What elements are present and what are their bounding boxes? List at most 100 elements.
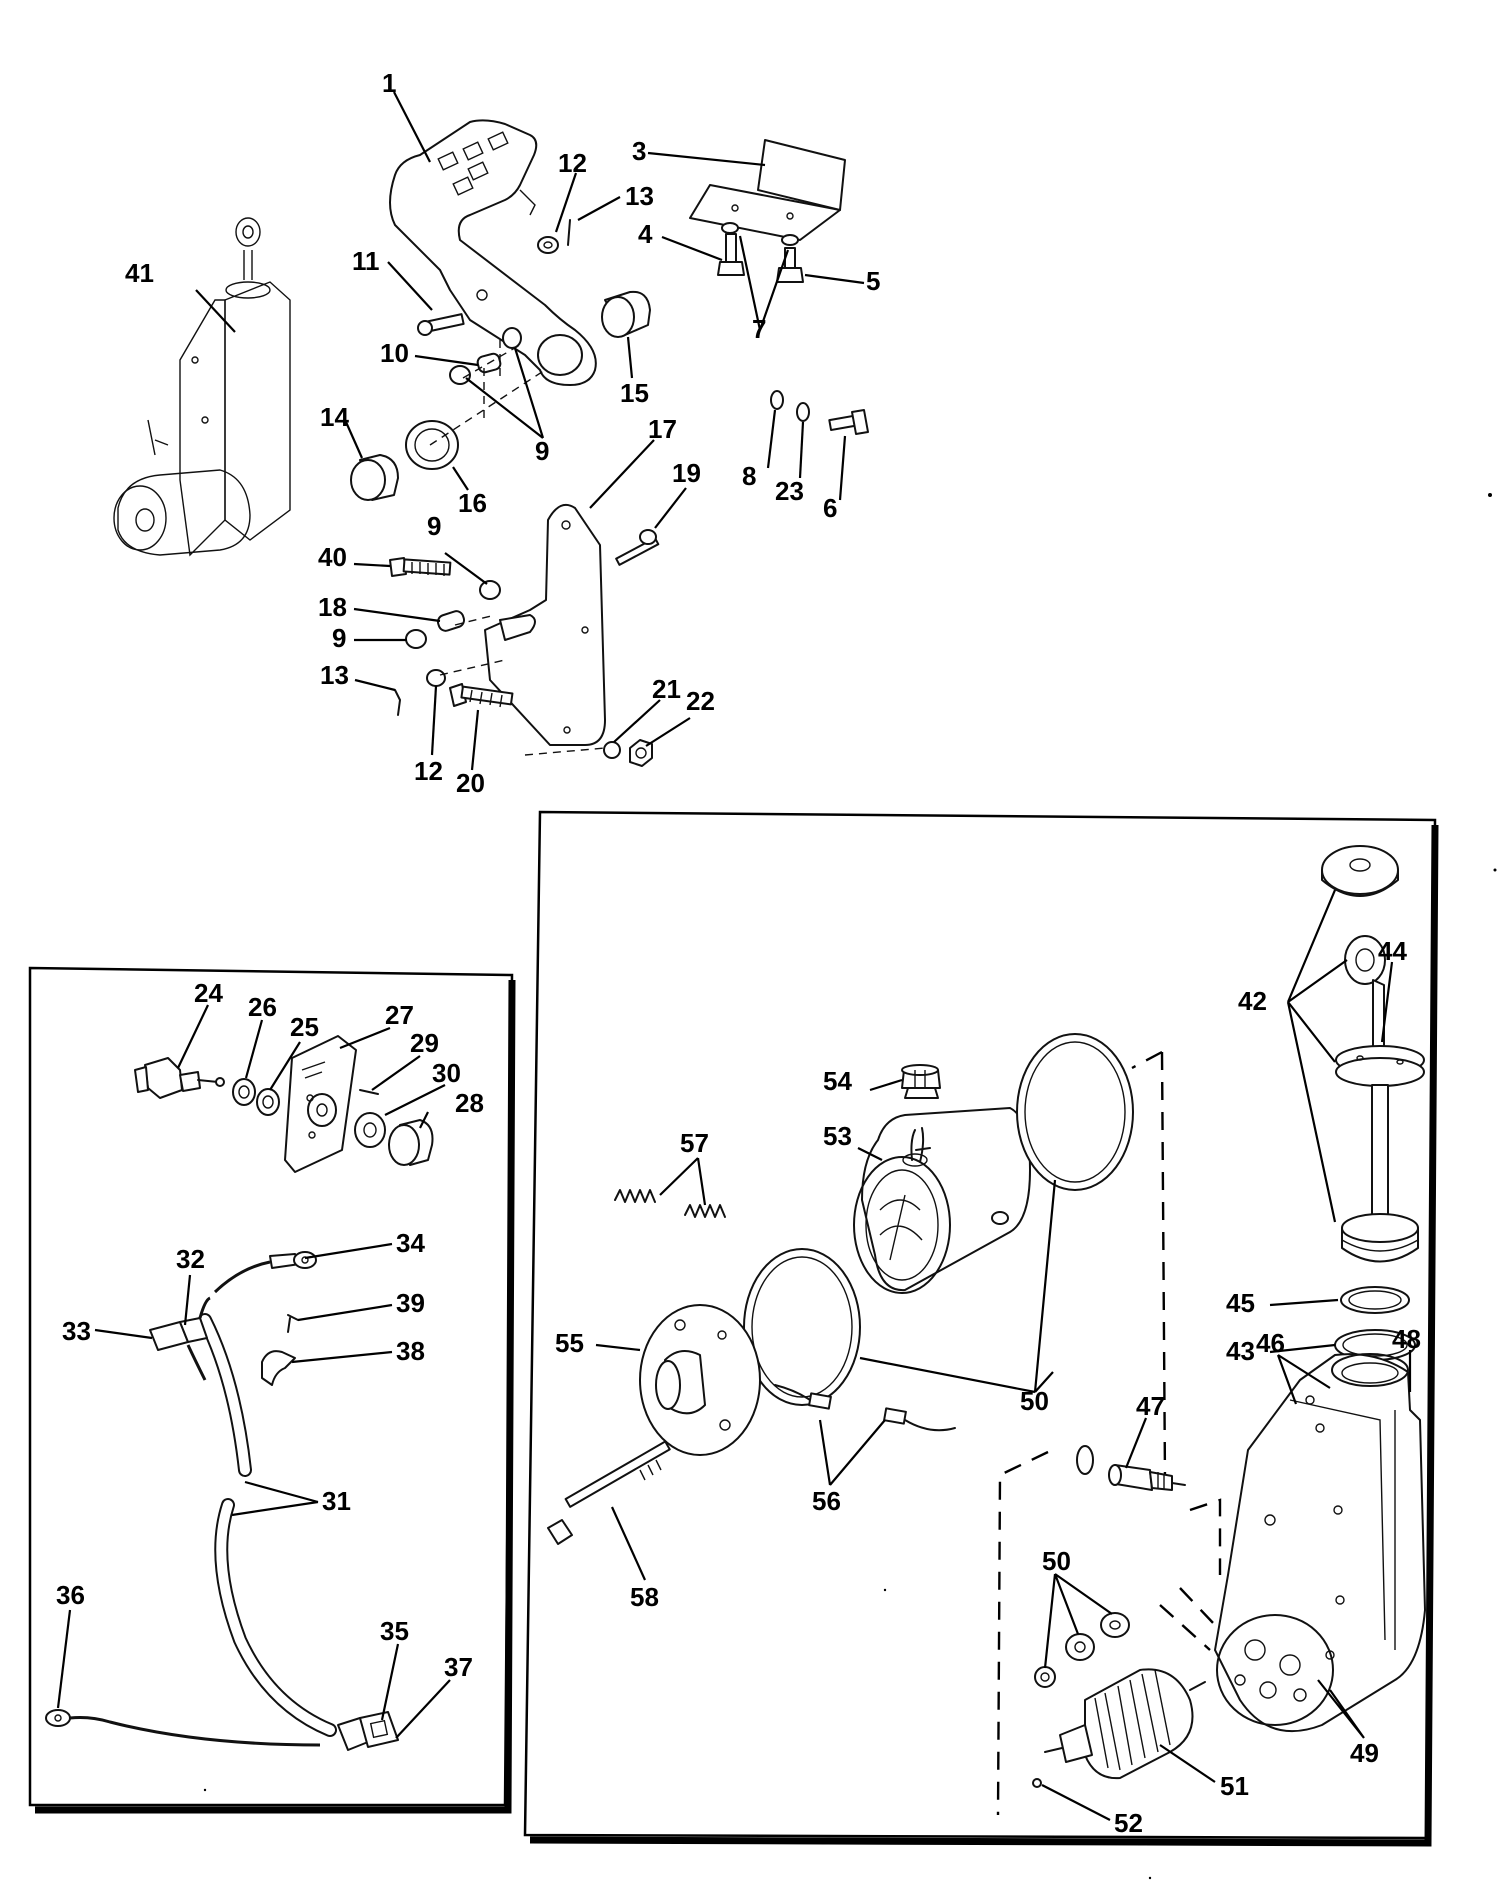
grommet-part-30 [354, 1112, 386, 1148]
callout-21: 21 [652, 674, 681, 704]
cotter-pin-part-13b [394, 689, 401, 716]
callout-31: 31 [322, 1486, 351, 1516]
callout-18: 18 [318, 592, 347, 622]
screw-part-29 [359, 1089, 379, 1095]
callout-13b: 13 [320, 660, 349, 690]
plug-part-54 [901, 1064, 941, 1099]
washer-part-12 [537, 236, 559, 254]
bushing-part-18 [436, 610, 466, 632]
callout-41: 41 [125, 258, 154, 288]
callout-1: 1 [382, 68, 396, 98]
callout-50b: 50 [1042, 1546, 1071, 1576]
bushing-part-9a [449, 365, 471, 385]
callout-25: 25 [290, 1012, 319, 1042]
callout-35: 35 [380, 1616, 409, 1646]
callout-44: 44 [1378, 936, 1407, 966]
motor-pump-box: 42 44 54 53 57 45 43 48 46 55 50 47 56 5… [523, 810, 1439, 1847]
callout-20: 20 [456, 768, 485, 798]
callout-29: 29 [410, 1028, 439, 1058]
connector-part-33 [149, 1296, 211, 1381]
callout-32: 32 [176, 1244, 205, 1274]
callout-24: 24 [194, 978, 223, 1008]
washer-part-50b [1065, 1633, 1095, 1661]
gasket-part-50-lower [743, 1248, 861, 1406]
washer-part-23 [796, 402, 810, 422]
washer-part-7b [781, 234, 799, 246]
callout-38: 38 [396, 1336, 425, 1366]
callout-56: 56 [812, 1486, 841, 1516]
paper-specks [203, 493, 1497, 1880]
callout-14: 14 [320, 402, 349, 432]
callout-34: 34 [396, 1228, 425, 1258]
callout-10: 10 [380, 338, 409, 368]
cotter-pin-part-13 [567, 219, 571, 246]
ball-part-52 [1032, 1778, 1042, 1788]
bushing-part-9c [479, 580, 501, 600]
wiring-harness-part-31 [198, 1313, 337, 1737]
terminal-part-34 [213, 1251, 317, 1294]
bolt-part-40 [389, 557, 452, 577]
callout-50a: 50 [1020, 1386, 1049, 1416]
switch-plate-part-27 [284, 1035, 357, 1173]
gasket-part-50-upper [1016, 1033, 1134, 1191]
motor-assembly-part-41 [113, 217, 291, 557]
callout-39: 39 [396, 1288, 425, 1318]
callout-15: 15 [620, 378, 649, 408]
callout-37: 37 [444, 1652, 473, 1682]
callout-27: 27 [385, 1000, 414, 1030]
lower-bracket-part-17 [484, 504, 606, 746]
bolt-part-20 [449, 683, 514, 708]
ring-part-16 [405, 420, 459, 470]
bolt-part-19 [615, 529, 660, 566]
springs-part-57 [614, 1189, 726, 1218]
ring-terminal-part-36 [45, 1709, 321, 1747]
washer-part-12b [426, 669, 446, 687]
bolt-part-5 [776, 247, 804, 283]
washer-part-50c [1034, 1666, 1056, 1688]
bushing-part-9b [502, 327, 522, 349]
callout-9c: 9 [332, 623, 346, 653]
connector-part-35 [337, 1711, 399, 1751]
washer-part-21 [603, 741, 621, 759]
angle-bracket-part-3 [689, 139, 846, 241]
brushes-part-56 [774, 1384, 956, 1432]
callout-49: 49 [1350, 1738, 1379, 1768]
callout-16: 16 [458, 488, 487, 518]
callout-23: 23 [775, 476, 804, 506]
nut-part-26 [232, 1078, 256, 1106]
callout-54: 54 [823, 1066, 852, 1096]
motor-frame-part-53 [853, 1107, 1031, 1294]
callout-26: 26 [248, 992, 277, 1022]
top-bracket-assembly: 1 3 12 13 4 5 7 41 11 10 9 15 14 16 17 8… [113, 68, 880, 798]
callout-28: 28 [455, 1088, 484, 1118]
washer-part-50a [1100, 1612, 1130, 1638]
callout-12b: 12 [414, 756, 443, 786]
callout-4: 4 [638, 219, 653, 249]
callout-11: 11 [352, 246, 380, 276]
callout-22: 22 [686, 686, 715, 716]
callout-52: 52 [1114, 1808, 1143, 1838]
callout-17: 17 [648, 414, 677, 444]
switch-wiring-box: 24 26 25 27 29 30 28 34 32 33 39 38 31 3… [28, 966, 516, 1814]
callout-51: 51 [1220, 1771, 1249, 1801]
toggle-switch-part-24 [134, 1057, 225, 1099]
end-cap-part-55 [639, 1304, 761, 1456]
through-bolt-part-58 [547, 1440, 671, 1545]
bushing-part-9d [405, 629, 427, 649]
callout-40: 40 [318, 542, 347, 572]
callout-5: 5 [866, 266, 880, 296]
callout-55: 55 [555, 1328, 584, 1358]
upper-bracket-part-1 [389, 119, 597, 386]
callout-7: 7 [752, 314, 766, 344]
callout-6: 6 [823, 493, 837, 523]
bushing-part-15 [601, 290, 651, 338]
callout-30: 30 [432, 1058, 461, 1088]
callout-8: 8 [742, 461, 756, 491]
callout-47: 47 [1136, 1391, 1165, 1421]
callout-19: 19 [672, 458, 701, 488]
top-leader-lines [195, 91, 865, 771]
callout-48: 48 [1392, 1324, 1421, 1354]
fitting-part-47 [1076, 1445, 1186, 1491]
piston-assembly-part-42 [1321, 845, 1425, 1263]
